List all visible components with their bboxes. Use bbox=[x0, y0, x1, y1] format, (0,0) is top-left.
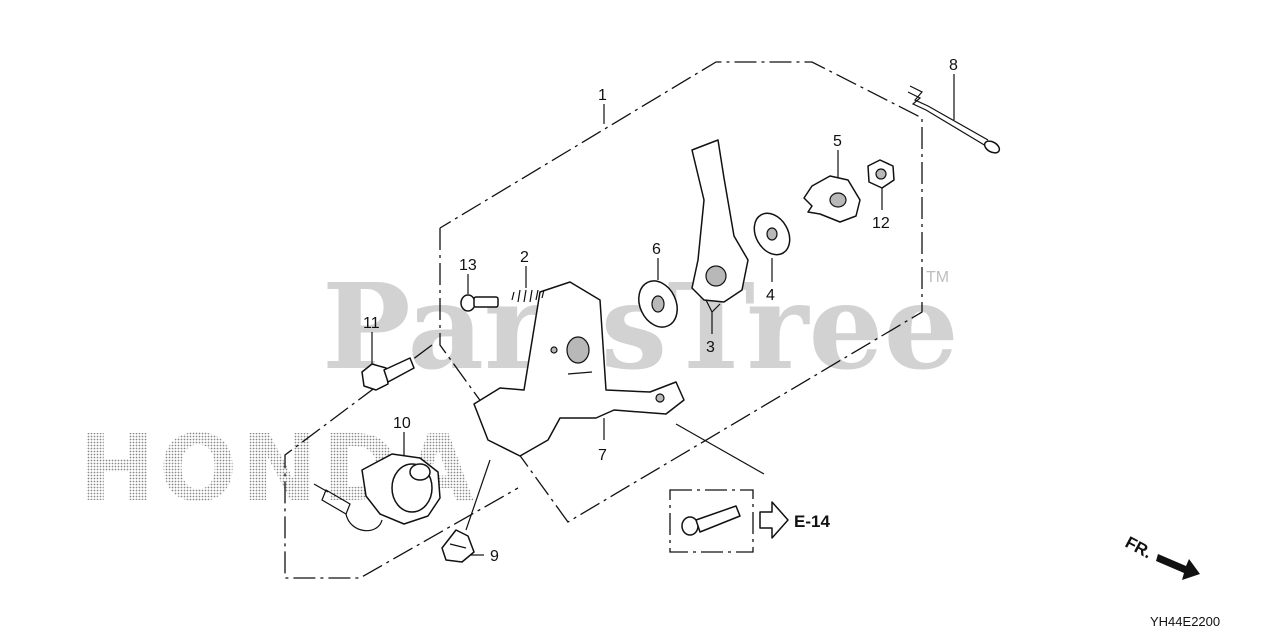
callout-10: 10 bbox=[393, 415, 411, 432]
diagram-code: YH44E2200 bbox=[1150, 614, 1220, 629]
screw-part-13 bbox=[460, 294, 499, 312]
plate-part bbox=[803, 175, 861, 223]
nut-part bbox=[867, 159, 895, 189]
washer-part-6 bbox=[638, 280, 678, 328]
callout-7: 7 bbox=[598, 447, 607, 464]
callout-4: 4 bbox=[766, 287, 775, 304]
washer-part-4 bbox=[753, 212, 791, 256]
callout-13: 13 bbox=[459, 257, 477, 274]
bracket-part bbox=[473, 281, 685, 457]
trademark-mark: TM bbox=[926, 269, 949, 286]
callout-6: 6 bbox=[652, 241, 661, 258]
rod-part bbox=[907, 85, 1001, 154]
leader-lines bbox=[371, 74, 955, 556]
switch-part bbox=[313, 453, 441, 532]
lever-arm-part bbox=[691, 139, 749, 314]
front-direction-label: FR. bbox=[1122, 533, 1155, 563]
callout-11: 11 bbox=[363, 315, 380, 332]
assembly-boundary bbox=[439, 61, 923, 523]
reference-bolt bbox=[681, 505, 741, 536]
clamp-part bbox=[441, 529, 475, 563]
partstree-watermark: PartsTree bbox=[322, 257, 959, 396]
callout-8: 8 bbox=[949, 57, 958, 74]
bolt-part bbox=[361, 357, 415, 391]
reference-arrow bbox=[759, 501, 789, 539]
callout-1: 1 bbox=[598, 87, 607, 104]
front-direction-indicator: FR. bbox=[1122, 533, 1200, 580]
front-arrow-icon bbox=[1156, 554, 1200, 580]
callout-9: 9 bbox=[490, 548, 499, 565]
spring-part bbox=[511, 289, 545, 303]
callout-12: 12 bbox=[872, 215, 890, 232]
reference-label: E-14 bbox=[794, 512, 830, 531]
callout-5: 5 bbox=[833, 133, 842, 150]
callout-2: 2 bbox=[520, 249, 529, 266]
callout-3: 3 bbox=[706, 339, 715, 356]
sub-assembly-boundary bbox=[284, 344, 519, 579]
reference-box bbox=[669, 489, 754, 553]
